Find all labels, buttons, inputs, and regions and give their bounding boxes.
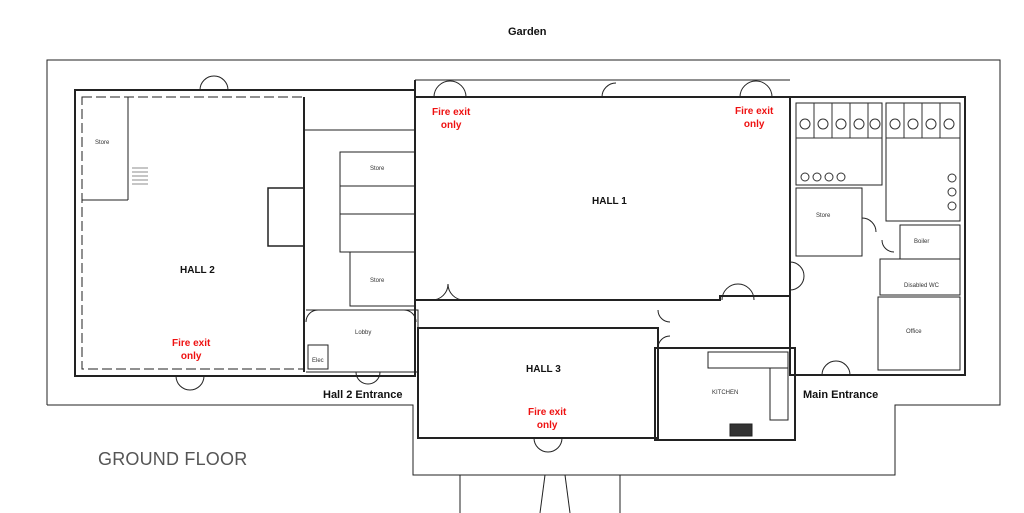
hall2-label: HALL 2 xyxy=(180,265,215,276)
kitchen-hob xyxy=(729,423,753,437)
disabled-wc-room xyxy=(879,258,961,296)
fire-exit-hall3: Fire exit only xyxy=(528,407,567,431)
toilet-room-2 xyxy=(339,213,416,253)
hall2-entrance-label: Hall 2 Entrance xyxy=(323,389,403,401)
store-upper-label: Store xyxy=(370,166,385,172)
kitchen-counter-right xyxy=(769,367,789,421)
store-right-room xyxy=(795,187,863,257)
kitchen-walls xyxy=(654,347,796,441)
cooker-unit xyxy=(267,187,305,247)
store-lower-label: Store xyxy=(370,278,385,284)
boiler-label: Boiler xyxy=(914,239,930,245)
fire-exit-hall1-left: Fire exit only xyxy=(432,107,471,131)
door-swings xyxy=(175,75,895,453)
floor-title: GROUND FLOOR xyxy=(98,449,248,469)
site-outline xyxy=(46,59,1001,476)
hall1-walls xyxy=(414,80,791,301)
toilets-left xyxy=(795,102,883,186)
fire-exit-hall1-right: Fire exit only xyxy=(735,106,774,130)
right-wing-wall xyxy=(789,96,966,376)
main-entrance-label: Main Entrance xyxy=(803,389,879,401)
kitchen-label: KITCHEN xyxy=(712,390,739,396)
elec-label: Elec xyxy=(312,358,324,364)
toilet-room-1 xyxy=(339,185,416,215)
kitchen-counter-top xyxy=(707,351,789,369)
hall1-label: HALL 1 xyxy=(592,196,627,207)
stairs-icon xyxy=(132,167,148,185)
store-right-label: Store xyxy=(816,213,831,219)
toilets-right xyxy=(885,102,961,222)
office-label: Office xyxy=(906,329,922,335)
store-hall2-label: Store xyxy=(95,140,110,146)
toilet-cubicles xyxy=(796,103,960,211)
lobby-label: Lobby xyxy=(355,330,372,336)
hall3-walls xyxy=(417,327,659,439)
lobby-walls xyxy=(306,309,419,373)
boiler-room xyxy=(899,224,961,260)
office-room xyxy=(877,296,961,371)
disabled-wc-label: Disabled WC xyxy=(904,283,940,289)
hall3-label: HALL 3 xyxy=(526,364,561,375)
garden-label: Garden xyxy=(508,26,547,38)
elec-cupboard xyxy=(307,344,329,370)
hall2-inner-wall xyxy=(81,96,305,370)
fire-exit-hall2: Fire exit only xyxy=(172,338,211,362)
